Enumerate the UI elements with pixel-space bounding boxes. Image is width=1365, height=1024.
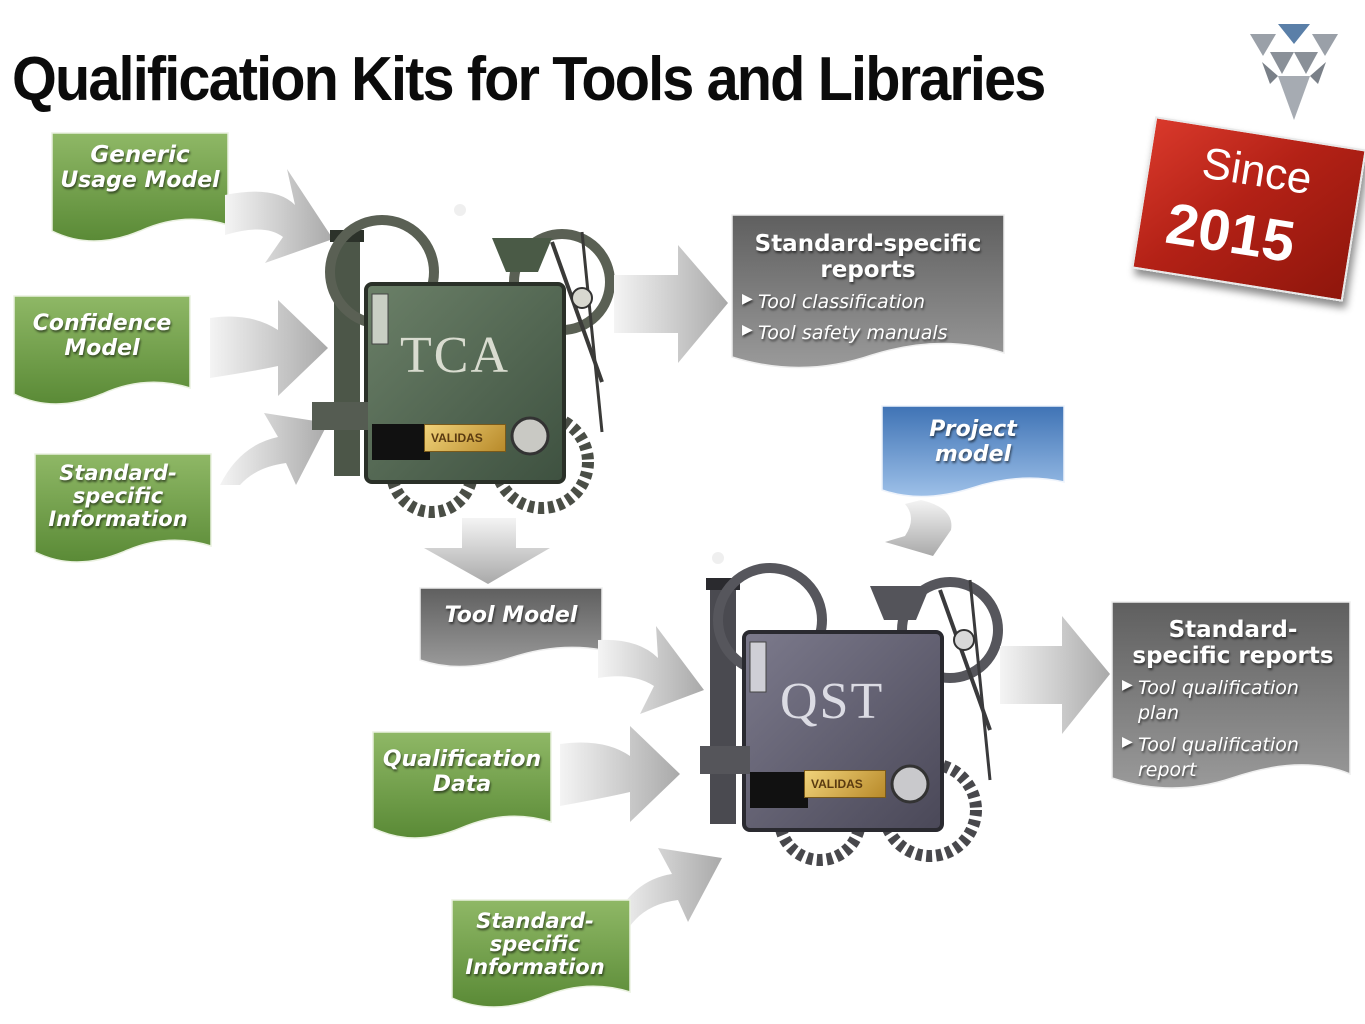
arrow-into-tca-2	[210, 300, 328, 396]
qst-reports-heading: Standard-specific reports	[1132, 617, 1334, 669]
generic-usage-model-line1: Generic	[90, 142, 190, 168]
since-year: 2015	[1161, 190, 1300, 276]
arrow-tca-to-tool-model	[424, 518, 550, 584]
tca-label: TCA	[400, 327, 510, 384]
standard-specific-information-doc-2	[451, 899, 631, 1008]
tca-validas-plate: VALIDAS	[424, 424, 506, 452]
qst-report-item: ▶Tool qualification report	[1122, 733, 1299, 782]
qualification-data-line1: Qualification	[382, 747, 542, 772]
arrow-qst-to-reports	[1000, 616, 1110, 734]
tca-validas-text: VALIDAS	[431, 431, 483, 445]
confidence-model-line2: Model	[64, 335, 140, 361]
qst-reports-doc	[1111, 601, 1351, 789]
standard-specific-information-label-2: Standard- specific Information	[452, 909, 618, 980]
tool-model-label: Tool Model	[444, 603, 578, 628]
confidence-model-doc	[13, 295, 191, 405]
ssi-2-line1: Standard-	[476, 909, 594, 933]
qualification-data-line2: Data	[432, 771, 492, 797]
project-model-label: Project model	[882, 417, 1064, 467]
tca-reports-heading: Standard-specific reports	[754, 231, 982, 283]
qst-validas-plate: VALIDAS	[804, 770, 886, 798]
standard-specific-information-doc-1	[34, 453, 212, 563]
arrow-into-tca-1	[225, 169, 333, 263]
generic-usage-model-doc	[51, 132, 229, 242]
arrow-into-qst-3	[612, 848, 722, 926]
qst-reports: Standard-specific reports ▶Tool qualific…	[1122, 617, 1344, 790]
tool-model-doc	[419, 587, 603, 668]
arrow-into-qst-2	[560, 726, 680, 822]
tca-machine	[312, 204, 615, 518]
bullet-icon: ▶	[742, 290, 753, 307]
generic-usage-model-line2: Usage Model	[60, 167, 220, 193]
qst-report-item: ▶Tool qualification plan	[1122, 676, 1299, 725]
tca-reports-doc	[731, 214, 1005, 369]
arrow-into-tca-3	[220, 413, 328, 485]
confidence-model-label: Confidence Model	[14, 311, 190, 361]
project-model-line2: model	[934, 441, 1012, 467]
arrow-project-to-qst	[885, 500, 952, 556]
tca-reports: Standard-specific reports ▶Tool classifi…	[742, 231, 994, 353]
bullet-icon: ▶	[1122, 676, 1133, 693]
qst-machine	[700, 552, 1003, 866]
project-model-line1: Project	[929, 417, 1017, 442]
tca-report-item: ▶Tool safety manuals	[742, 322, 948, 345]
generic-usage-model-label: Generic Usage Model	[52, 142, 228, 193]
validas-triangle-logo	[1250, 24, 1338, 120]
bullet-icon: ▶	[742, 322, 753, 339]
ssi-2-line3: Information	[465, 955, 605, 980]
qst-validas-text: VALIDAS	[811, 777, 863, 791]
page-title: Qualification Kits for Tools and Librari…	[12, 45, 1046, 114]
since-label: Since	[1198, 138, 1316, 205]
ssi-1-line3: Information	[48, 507, 188, 532]
project-model-doc	[881, 405, 1065, 498]
confidence-model-line1: Confidence	[32, 311, 172, 336]
arrow-into-qst-1	[598, 626, 704, 714]
bullet-icon: ▶	[1122, 733, 1133, 750]
qst-label: QST	[780, 673, 885, 730]
standard-specific-information-label-1: Standard- specific Information	[35, 461, 201, 532]
arrow-tca-to-reports	[614, 245, 728, 363]
ssi-1-line1: Standard-	[59, 461, 177, 485]
ssi-2-line2: specific	[489, 932, 581, 957]
since-badge: Since 2015	[1131, 116, 1365, 302]
qualification-data-label: Qualification Data	[373, 747, 551, 797]
qualification-data-doc	[372, 731, 552, 839]
tca-report-item: ▶Tool classification	[742, 290, 926, 313]
ssi-1-line2: specific	[72, 484, 164, 509]
